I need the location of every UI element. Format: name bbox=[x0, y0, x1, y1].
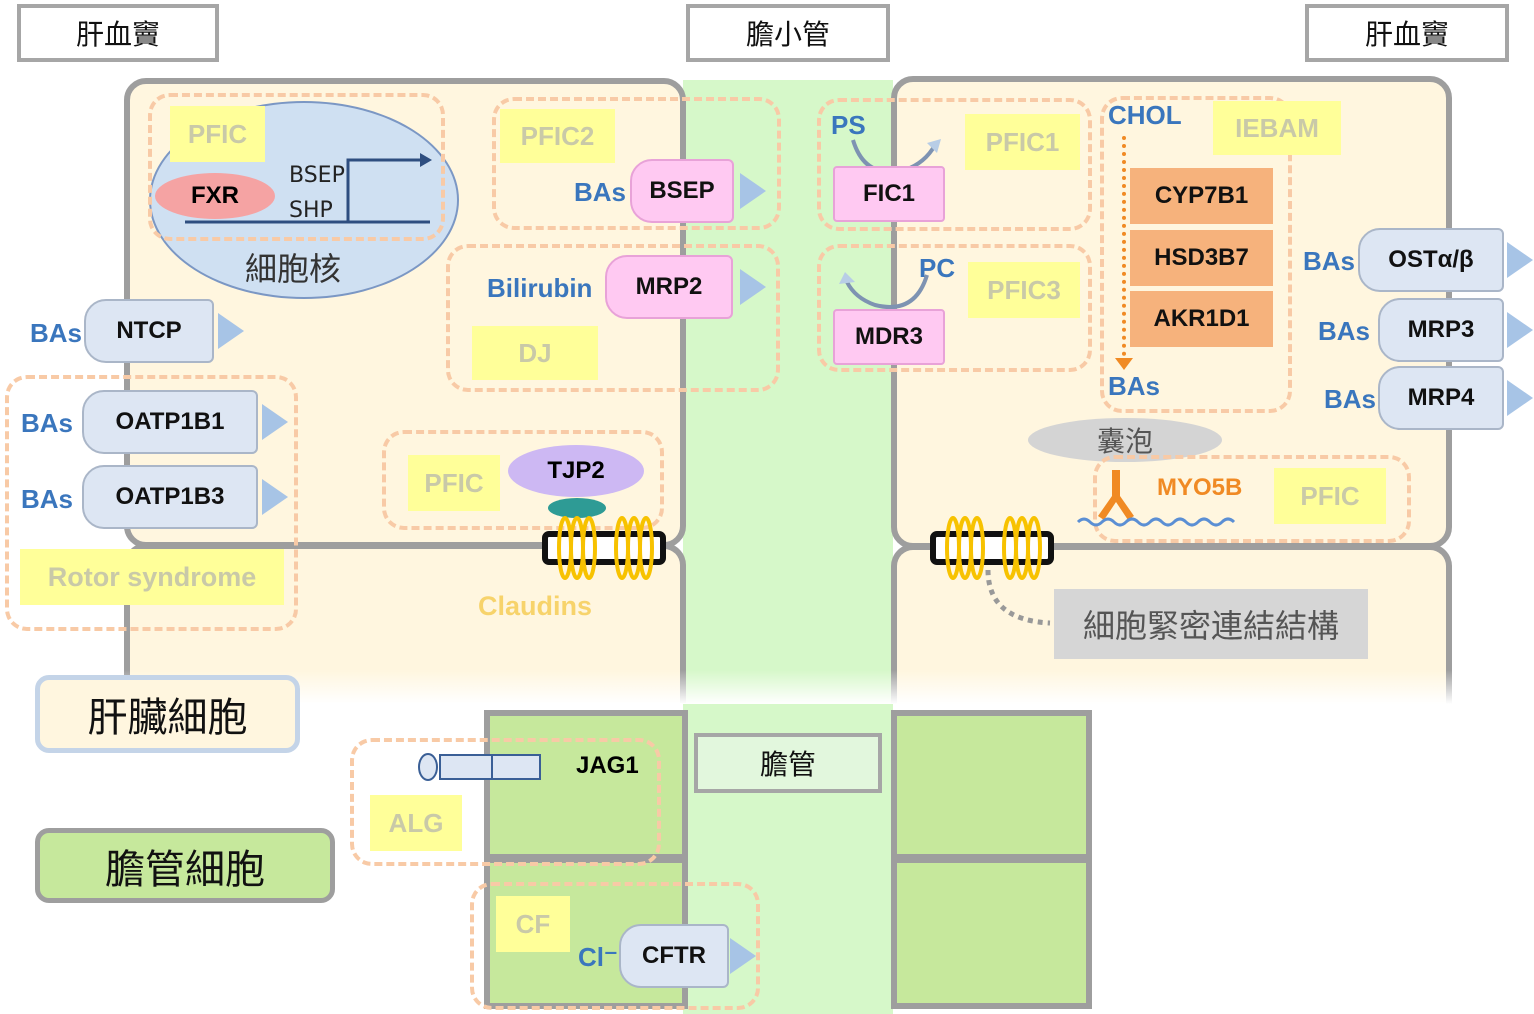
mrp2-arrow bbox=[740, 269, 766, 305]
bsep-transporter: BSEP bbox=[630, 159, 734, 223]
fade-overlay bbox=[118, 670, 1458, 704]
disease-cf: CF bbox=[496, 896, 570, 952]
rotor-region bbox=[5, 375, 298, 631]
chol-substrate: CHOL bbox=[1108, 100, 1182, 130]
disease-pfic1: PFIC1 bbox=[965, 114, 1080, 170]
enzyme-cyp7b1: CYP7B1 bbox=[1130, 168, 1273, 224]
bsep-substrate: BAs bbox=[574, 177, 627, 207]
oatp1b3-arrow bbox=[262, 479, 288, 515]
mrp2-transporter: MRP2 bbox=[605, 255, 733, 319]
cf-region bbox=[470, 882, 760, 1010]
pfic1-region bbox=[817, 98, 1092, 231]
tjp2-anchor bbox=[548, 498, 606, 518]
cholangiocyte-right-bottom bbox=[891, 857, 1092, 1009]
jag1-label: JAG1 bbox=[576, 752, 639, 779]
cholangiocyte-right-top bbox=[891, 710, 1092, 860]
pc-flip-arrow bbox=[839, 272, 929, 309]
oatp1b1-transporter: OATP1B1 bbox=[82, 390, 258, 454]
mrp3-arrow bbox=[1507, 312, 1533, 348]
gene-promoter-arrow bbox=[185, 153, 432, 224]
oatp1b3-transporter: OATP1B3 bbox=[82, 465, 258, 529]
disease-dj: DJ bbox=[472, 326, 598, 380]
oatp1b3-substrate: BAs bbox=[21, 484, 74, 514]
disease-pfic-tjp2: PFIC bbox=[408, 455, 500, 511]
bsep-arrow bbox=[740, 173, 766, 209]
cftr-transporter: CFTR bbox=[619, 924, 729, 988]
disease-pfic-myo5b: PFIC bbox=[1274, 468, 1386, 524]
myo5b-motor bbox=[1076, 470, 1236, 527]
ntcp-arrow bbox=[218, 313, 244, 349]
ostab-arrow bbox=[1507, 242, 1533, 278]
mrp3-transporter: MRP3 bbox=[1378, 298, 1504, 362]
fic1-protein: FIC1 bbox=[833, 166, 945, 222]
mrp4-transporter: MRP4 bbox=[1378, 366, 1504, 430]
vesicle: 囊泡 bbox=[1028, 418, 1222, 462]
legend-hepatocyte: 肝臟細胞 bbox=[35, 675, 300, 753]
pfic2-region bbox=[492, 97, 781, 230]
disease-pfic2: PFIC2 bbox=[500, 109, 615, 163]
tight-junction-pointer bbox=[985, 569, 1051, 626]
mrp3-substrate: BAs bbox=[1318, 316, 1371, 346]
pfic-myo5b-region bbox=[1093, 455, 1411, 543]
legend-cholangiocyte: 膽管細胞 bbox=[35, 828, 335, 903]
ntcp-substrate: BAs bbox=[30, 318, 83, 348]
claudins-label: Claudins bbox=[478, 591, 593, 621]
mdr3-protein: MDR3 bbox=[833, 309, 945, 365]
synthesis-arrow-head bbox=[1115, 358, 1133, 370]
tjp2-protein: TJP2 bbox=[508, 445, 644, 497]
ntcp-transporter: NTCP bbox=[84, 299, 214, 363]
pfic3-region bbox=[817, 244, 1092, 372]
cftr-arrow bbox=[730, 938, 756, 974]
mrp4-substrate: BAs bbox=[1324, 384, 1377, 414]
synthesis-dotted-arrow bbox=[1122, 136, 1126, 364]
ostab-transporter: OSTα/β bbox=[1358, 228, 1504, 292]
mrp4-arrow bbox=[1507, 380, 1533, 416]
chloride-substrate: Cl⁻ bbox=[578, 942, 618, 972]
jag1-notch-shape bbox=[418, 753, 541, 781]
canaliculus-label: 膽小管 bbox=[686, 4, 890, 62]
disease-pfic-fxr: PFIC bbox=[170, 106, 265, 162]
fxr-protein: FXR bbox=[155, 173, 275, 219]
tight-junction-label: 細胞緊密連結結構 bbox=[1054, 589, 1368, 659]
enzyme-hsd3b7: HSD3B7 bbox=[1130, 230, 1273, 286]
nucleus-label: 細胞核 bbox=[245, 250, 342, 288]
myo5b-label: MYO5B bbox=[1157, 474, 1243, 501]
alg-region bbox=[350, 738, 661, 866]
sinusoid-label-right: 肝血竇 bbox=[1305, 4, 1509, 62]
disease-pfic3: PFIC3 bbox=[968, 262, 1080, 318]
pfic-fxr-region bbox=[148, 93, 445, 241]
synthesis-product-bas: BAs bbox=[1108, 371, 1161, 401]
enzyme-akr1d1: AKR1D1 bbox=[1130, 291, 1273, 347]
disease-alg: ALG bbox=[370, 795, 462, 851]
pfic-tjp2-region bbox=[382, 430, 664, 530]
disease-rotor: Rotor syndrome bbox=[20, 549, 284, 605]
oatp1b1-substrate: BAs bbox=[21, 408, 74, 438]
iebam-region bbox=[1100, 96, 1292, 413]
oatp1b1-arrow bbox=[262, 404, 288, 440]
sinusoid-label-left: 肝血竇 bbox=[17, 4, 219, 62]
ps-substrate: PS bbox=[831, 110, 866, 140]
bilirubin-substrate: Bilirubin bbox=[487, 273, 593, 303]
ostab-substrate: BAs bbox=[1303, 246, 1356, 276]
dj-region bbox=[446, 244, 780, 392]
bsep-gene-label: BSEP bbox=[289, 163, 345, 188]
shp-gene-label: SHP bbox=[289, 198, 333, 223]
tight-junction-left bbox=[542, 516, 666, 580]
bile-duct-label: 膽管 bbox=[694, 733, 882, 793]
disease-iebam: IEBAM bbox=[1213, 101, 1341, 155]
tight-junction-right bbox=[930, 516, 1054, 580]
